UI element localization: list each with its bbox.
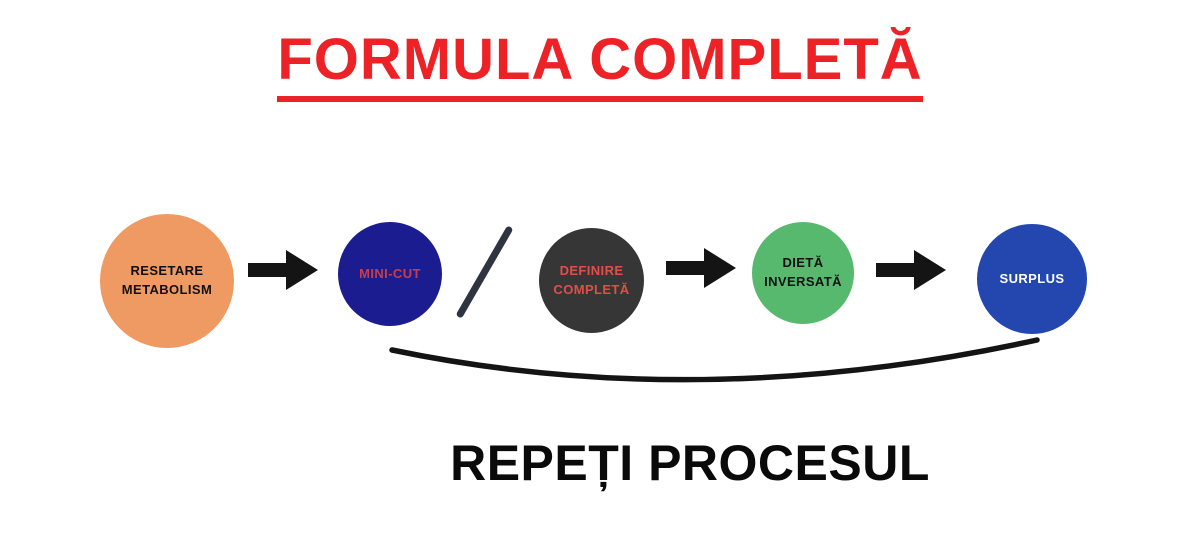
node-label: SURPLUS xyxy=(999,270,1065,286)
arrow-right-icon xyxy=(876,250,946,290)
arrow-right-icon xyxy=(666,248,736,288)
node-dieta-inversata: DIETĂ INVERSATĂ xyxy=(752,222,854,324)
bottom-caption: REPEȚI PROCESUL xyxy=(450,435,930,491)
node-mini-cut: MINI-CUT xyxy=(338,222,442,326)
page-title: FORMULA COMPLETĂ xyxy=(277,29,923,102)
node-label: RESETARE METABOLISM xyxy=(121,263,213,297)
node-resetare-metabolism: RESETARE METABOLISM xyxy=(100,214,234,348)
node-surplus: SURPLUS xyxy=(977,224,1087,334)
node-label: DIETĂ INVERSATĂ xyxy=(764,255,842,289)
slash-divider-icon xyxy=(455,225,514,319)
node-definire-completa: DEFINIRE COMPLETĂ xyxy=(539,228,644,333)
arrow-right-icon xyxy=(248,250,318,290)
title-container: FORMULA COMPLETĂ xyxy=(0,29,1200,102)
node-label: MINI-CUT xyxy=(359,265,421,281)
node-label: DEFINIRE COMPLETĂ xyxy=(553,262,630,297)
